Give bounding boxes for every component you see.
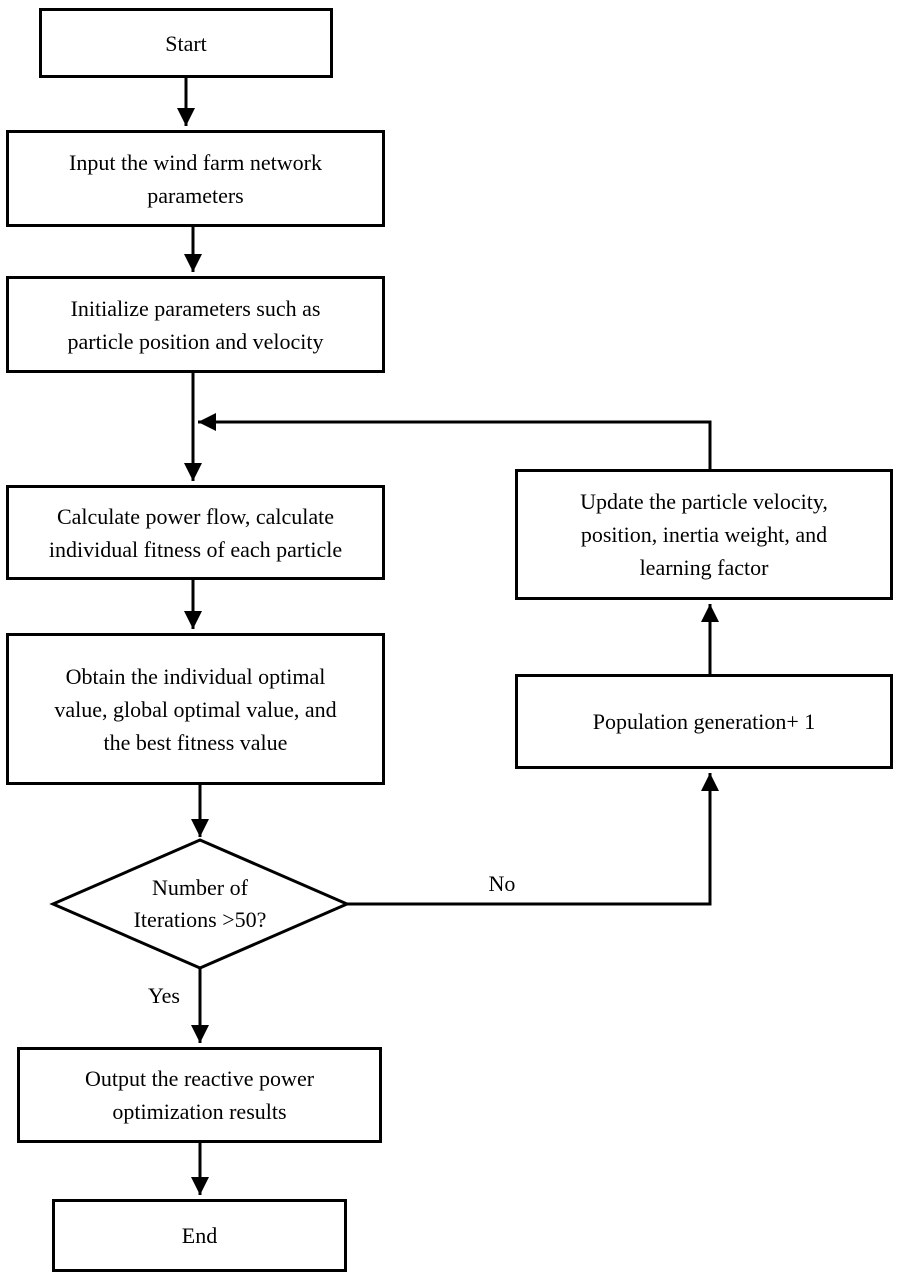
node-initialize-parameters: Initialize parameters such as particle p…: [6, 276, 385, 373]
node-input-parameters-label: Input the wind farm network parameters: [69, 149, 322, 208]
node-initialize-parameters-label: Initialize parameters such as particle p…: [67, 295, 324, 354]
node-output-results: Output the reactive power optimization r…: [17, 1047, 382, 1143]
node-decision-iterations: Number of Iterations >50?: [53, 840, 347, 968]
node-end: End: [52, 1199, 347, 1272]
node-input-parameters: Input the wind farm network parameters: [6, 130, 385, 227]
node-start: Start: [39, 8, 333, 78]
edge-update-feedback: [198, 413, 712, 469]
edge-label-yes-text: Yes: [147, 983, 180, 1008]
node-calculate-power-flow: Calculate power flow, calculate individu…: [6, 485, 385, 580]
node-obtain-optimal-values: Obtain the individual optimal value, glo…: [6, 633, 385, 785]
node-start-label: Start: [165, 30, 207, 56]
node-output-results-label: Output the reactive power optimization r…: [84, 1066, 315, 1124]
node-update-particle: Update the particle velocity, position, …: [515, 469, 893, 600]
edge-label-no: No: [472, 870, 532, 898]
edge-decision-population-no: [347, 773, 719, 906]
node-decision-iterations-label: Number of Iterations >50?: [133, 875, 267, 932]
edge-label-yes: Yes: [134, 982, 194, 1010]
node-end-label: End: [181, 1223, 218, 1248]
decision-diamond-shape: [49, 838, 351, 970]
node-update-particle-label: Update the particle velocity, position, …: [580, 489, 828, 580]
node-population-generation-label: Population generation+ 1: [592, 709, 816, 734]
edge-label-no-text: No: [488, 871, 516, 896]
node-population-generation: Population generation+ 1: [515, 674, 893, 769]
node-obtain-optimal-values-label: Obtain the individual optimal value, glo…: [54, 663, 337, 755]
node-calculate-power-flow-label: Calculate power flow, calculate individu…: [48, 503, 343, 562]
